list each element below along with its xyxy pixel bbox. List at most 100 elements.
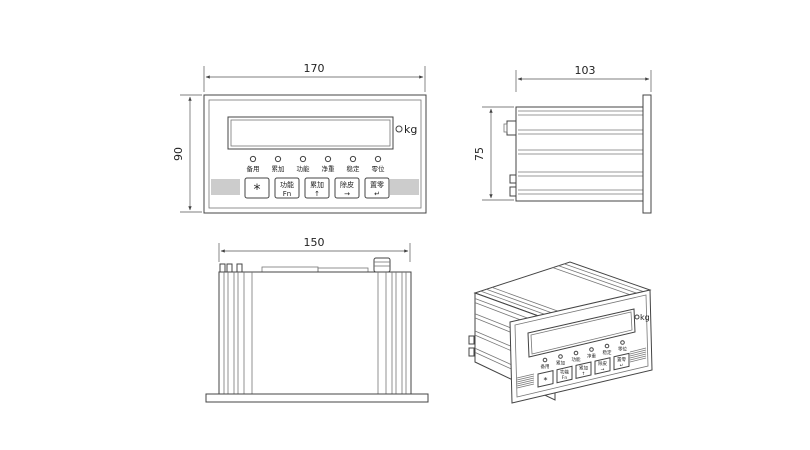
height-dimension-label: 90	[172, 147, 185, 161]
key-label-bottom: ↑	[314, 190, 320, 198]
iso-indicator-led	[604, 343, 610, 349]
iso-indicator-label: 零位	[618, 346, 627, 353]
iso-grille-left	[516, 377, 535, 383]
indicator-label: 累加	[272, 164, 285, 173]
key-label-top: 置零	[370, 181, 384, 189]
top-clip-3	[236, 263, 243, 273]
unit-led	[395, 125, 403, 133]
top-clip-2	[226, 263, 233, 273]
key-button	[274, 177, 300, 199]
key-button	[244, 177, 270, 199]
iso-grille-right	[629, 357, 647, 363]
indicator-led	[374, 155, 382, 163]
iso-top-rib	[552, 267, 634, 297]
key-label: *	[254, 182, 261, 198]
iso-indicator-led	[589, 347, 594, 352]
front-view: 170 90 kg 备用累加功能净重稳定零位 *功能Fn累加↑除皮→置零↵	[172, 62, 427, 214]
key-button	[364, 177, 390, 199]
top-body	[218, 271, 412, 395]
iso-unit-led	[634, 314, 640, 320]
iso-top-rib	[558, 265, 639, 295]
iso-indicator-label: 累加	[556, 360, 565, 367]
key-label-top: 累加	[310, 180, 324, 189]
key-label-bottom: ↵	[374, 190, 380, 198]
width-dimension-label: 170	[304, 62, 325, 75]
top-width-dimension-label: 150	[304, 236, 325, 249]
iso-grille-left	[516, 375, 535, 381]
iso-key-label-top: 功能	[560, 369, 569, 376]
iso-indicator-led	[542, 357, 548, 363]
iso-clip-1	[468, 335, 475, 345]
indicator-label: 备用	[247, 164, 260, 173]
side-grilles	[211, 179, 419, 195]
iso-indicator-led	[620, 340, 625, 345]
indicator-leds: 备用累加功能净重稳定零位	[247, 155, 386, 173]
iso-key-label: *	[544, 376, 548, 385]
indicator-label: 稳定	[347, 164, 361, 173]
top-bezel	[205, 393, 429, 403]
key-label-bottom: Fn	[283, 190, 291, 198]
indicator-label: 零位	[372, 164, 386, 173]
side-view: 103 75	[473, 64, 652, 214]
iso-key-label-bottom: ↑	[582, 371, 586, 377]
iso-grille-left	[516, 381, 535, 387]
iso-display-glass	[530, 311, 633, 355]
key-label-top: 功能	[280, 180, 294, 189]
iso-key-button	[594, 357, 611, 375]
indicator-led	[349, 155, 357, 163]
iso-key-button	[613, 352, 630, 371]
indicator-led	[299, 155, 307, 163]
iso-grille-right	[629, 347, 647, 353]
iso-indicator-led	[573, 350, 579, 356]
iso-key-label-top: 除皮	[598, 360, 607, 367]
iso-clip-2	[468, 347, 475, 357]
key-label-bottom: →	[344, 190, 350, 198]
iso-key-label-bottom: Fn	[562, 375, 568, 381]
iso-grilles	[516, 347, 647, 389]
indicator-led	[274, 155, 282, 163]
iso-key-label-top: 置零	[617, 357, 626, 363]
indicator-led	[249, 155, 257, 163]
top-connector	[373, 257, 391, 273]
side-connector	[506, 120, 517, 136]
top-clip-1	[219, 263, 226, 273]
iso-unit-label: kg	[640, 313, 650, 322]
iso-grille-right	[629, 351, 647, 357]
iso-key-label-top: 累加	[579, 364, 588, 371]
iso-grille-right	[629, 353, 647, 359]
iso-indicator-label: 净重	[587, 353, 596, 360]
iso-grille-left	[516, 383, 535, 389]
top-view: 150	[205, 236, 429, 403]
side-bezel	[642, 94, 652, 214]
top-ridge-2	[317, 267, 369, 273]
iso-key-button	[537, 369, 554, 388]
display-window	[227, 116, 394, 150]
side-clip-2	[509, 186, 517, 197]
top-ridge-1	[261, 266, 319, 273]
iso-grille-left	[516, 379, 535, 385]
iso-indicator-label: 备用	[541, 363, 550, 370]
side-connector-pin	[503, 123, 508, 133]
side-height-dimension-label: 75	[473, 147, 486, 161]
iso-key-label-bottom: →	[601, 368, 605, 373]
front-panel-outer	[203, 94, 427, 214]
depth-dimension-label: 103	[575, 64, 596, 77]
key-button	[304, 177, 330, 199]
iso-grille-right	[629, 355, 647, 361]
unit-label: kg	[404, 123, 417, 136]
iso-grille-left	[516, 373, 535, 379]
display-glass	[230, 119, 391, 147]
iso-top-rib	[564, 263, 645, 293]
iso-display-window	[527, 308, 636, 358]
top-ribs	[223, 272, 407, 394]
iso-indicator-led	[558, 354, 563, 359]
indicator-label: 功能	[297, 164, 311, 173]
key-label-top: 除皮	[340, 180, 354, 189]
iso-indicator-label: 稳定	[603, 349, 612, 356]
iso-key-button	[556, 365, 573, 384]
iso-grille-right	[629, 349, 647, 355]
